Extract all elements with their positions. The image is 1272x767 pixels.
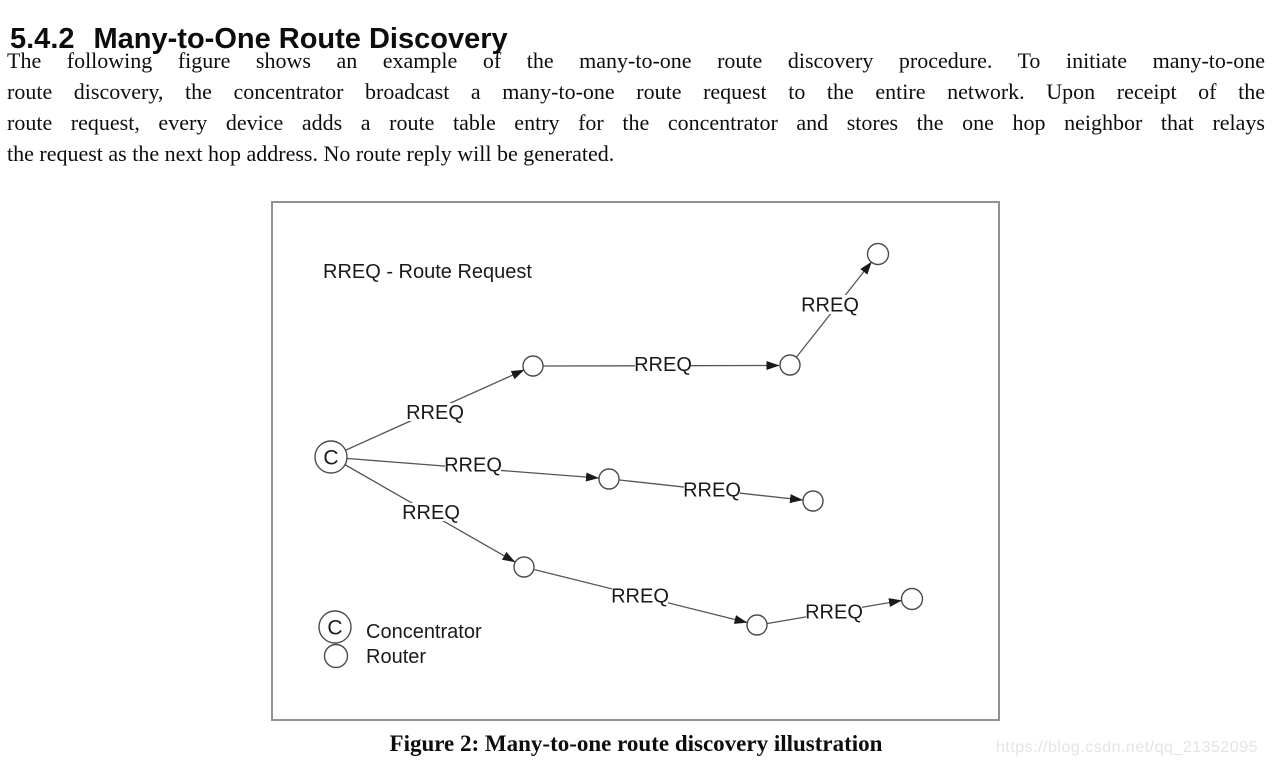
legend-router-symbol: [323, 643, 349, 669]
paragraph-line: route request, every device adds a route…: [7, 110, 1265, 135]
router-node: [900, 587, 924, 611]
router-node: [802, 490, 824, 512]
node-group: [314, 242, 924, 636]
figure-legend: C Concentrator Router: [318, 610, 482, 669]
router-node: [779, 354, 801, 376]
router-node: [598, 468, 620, 490]
paragraph-line: The following figure shows an example of…: [7, 48, 1265, 73]
legend-concentrator-letter: C: [327, 617, 342, 640]
route-discovery-figure: RREQ RREQ RREQ RREQ RREQ RREQ RREQ RREQ …: [271, 201, 1000, 721]
concentrator-node-letter: C: [323, 447, 338, 470]
router-node: [866, 242, 890, 266]
figure-caption: Figure 2: Many-to-one route discovery il…: [389, 731, 883, 756]
rreq-label: RREQ: [611, 586, 669, 608]
concentrator-node: [314, 440, 348, 474]
edge-label-backings: [403, 295, 862, 620]
section-number: 5.4.2: [10, 23, 75, 56]
rreq-label: RREQ: [801, 295, 859, 317]
section-heading: 5.4.2 Many-to-One Route Discovery: [10, 22, 508, 56]
legend-router-label: Router: [366, 646, 426, 668]
rreq-label: RREQ: [683, 480, 741, 502]
rreq-label: RREQ: [402, 502, 460, 524]
legend-concentrator-symbol: [318, 610, 352, 644]
rreq-abbreviation-note: RREQ - Route Request: [323, 261, 532, 283]
router-node: [746, 614, 768, 636]
rreq-label: RREQ: [444, 455, 502, 477]
legend-concentrator-label: Concentrator: [366, 621, 482, 643]
rreq-label: RREQ: [805, 602, 863, 624]
rreq-label: RREQ: [406, 402, 464, 424]
watermark: https://blog.csdn.net/qq_21352095: [995, 739, 1258, 756]
body-paragraph: The following figure shows an example of…: [7, 45, 1265, 169]
edge-labels: RREQ RREQ RREQ RREQ RREQ RREQ RREQ RREQ: [402, 295, 863, 624]
section-title: Many-to-One Route Discovery: [93, 23, 508, 56]
figure-border: [271, 201, 1000, 721]
router-node: [513, 556, 535, 578]
router-node: [522, 355, 544, 377]
paragraph-line: route discovery, the concentrator broadc…: [7, 79, 1265, 104]
rreq-label: RREQ: [634, 354, 692, 376]
paragraph-line: the request as the next hop address. No …: [7, 141, 615, 166]
